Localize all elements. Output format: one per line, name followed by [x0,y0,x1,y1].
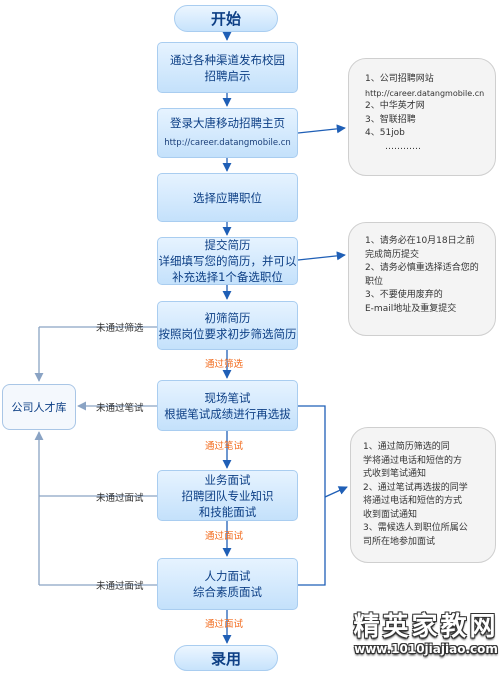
step-business-line1: 业务面试 [204,472,251,487]
note-notify-line7: 3、需候选人到职位所属公 [363,523,468,533]
note-resume-line1: 1、请务必在10月18日之前 [365,236,475,246]
step-resume-screening: 初筛简历 按照岗位要求初步筛选简历 [157,301,298,350]
step-screening-line1: 初筛简历 [204,310,251,325]
fail-label-business: 未通过面试 [96,493,144,504]
note-notify-line5: 将通过电话和短信的方式 [363,496,463,506]
note-recruit-sites: 1、公司招聘网站 http://career.datangmobile.cn 2… [348,58,496,176]
watermark-url: www.1010jiajiao.com [354,642,498,656]
note-resume-line3: 2、请务必慎重选择适合您的 [365,263,479,273]
step-hr-line2: 综合素质面试 [193,585,262,599]
step-written-line1: 现场笔试 [204,390,251,405]
talent-pool: 公司人才库 [2,384,76,430]
note-sites-line3: 2、中华英才网 [365,101,425,111]
step-login-url: http://career.datangmobile.cn [164,138,291,148]
step-select-line1: 选择应聘职位 [193,190,262,205]
note-resume-tips: 1、请务必在10月18日之前 完成简历提交 2、请务必慎重选择适合您的 职位 3… [348,222,496,336]
fail-label-written: 未通过笔试 [96,403,144,414]
step-submit-line2: 详细填写您的简历，并可以 [158,254,297,268]
step-business-interview: 业务面试 招聘团队专业知识 和技能面试 [157,470,298,521]
note-sites-line1: 1、公司招聘网站 [365,74,434,84]
step-hr-interview: 人力面试 综合素质面试 [157,558,298,610]
step-business-line3: 和技能面试 [198,504,257,519]
end-label: 录用 [210,649,241,668]
note-notify-line8: 司所在地参加面试 [363,536,436,547]
pass-label-business: 通过面试 [205,531,244,542]
note-resume-line6: E-mail地址及重复提交 [365,303,457,314]
note-resume-line5: 3、不要使用废弃的 [365,290,443,300]
start-node: 开始 [174,5,278,32]
note-notifications: 1、通过简历筛选的同 学将通过电话和短信的方 式收到笔试通知 2、通过笔试再选拔… [350,427,496,563]
fail-label-screening: 未通过筛选 [96,323,144,334]
pass-label-hr: 通过面试 [205,619,244,630]
step-written-test: 现场笔试 根据笔试成绩进行再选拔 [157,380,298,431]
step-business-line2: 招聘团队专业知识 [181,488,274,503]
step-screening-line2: 按照岗位要求初步筛选简历 [158,326,297,341]
note-notify-line6: 收到面试通知 [363,509,418,520]
pass-label-written: 通过笔试 [205,441,244,452]
watermark: 精英家教网 www.1010jiajiao.com [352,612,500,656]
note-notify-line1: 1、通过简历筛选的同 [363,442,450,452]
step-login-line1: 登录大唐移动招聘主页 [170,116,285,130]
pass-label-screening: 通过筛选 [205,359,244,370]
note-notify-line4: 2、通过笔试再选拔的同学 [363,482,468,493]
step-hr-line1: 人力面试 [204,569,251,583]
step-publish-recruitment: 通过各种渠道发布校园 招聘启示 [157,42,298,93]
step-submit-resume: 提交简历 详细填写您的简历，并可以 补充选择1个备选职位 [157,237,298,285]
step-publish-line1: 通过各种渠道发布校园 [170,52,285,67]
note-notify-line2: 学将通过电话和短信的方 [363,455,463,466]
step-submit-line3: 补充选择1个备选职位 [172,270,283,284]
note-sites-line2: http://career.datangmobile.cn [365,88,485,98]
note-resume-line4: 职位 [365,276,384,287]
step-written-line2: 根据笔试成绩进行再选拔 [164,406,291,421]
step-login-homepage: 登录大唐移动招聘主页 http://career.datangmobile.cn [157,108,298,158]
watermark-title: 精英家教网 [353,612,499,642]
note-sites-line6: ………… [385,141,421,152]
end-node: 录用 [174,645,278,671]
fail-label-hr: 未通过面试 [96,581,144,592]
talent-pool-label: 公司人才库 [11,401,67,414]
step-select-position: 选择应聘职位 [157,173,298,222]
step-submit-line1: 提交简历 [204,238,251,252]
note-notify-line3: 式收到笔试通知 [363,469,427,479]
start-label: 开始 [210,10,241,28]
note-sites-line5: 4、51job [365,128,405,138]
note-sites-line4: 3、智联招聘 [365,114,416,125]
note-resume-line2: 完成简历提交 [365,249,420,260]
step-publish-line2: 招聘启示 [204,68,251,83]
